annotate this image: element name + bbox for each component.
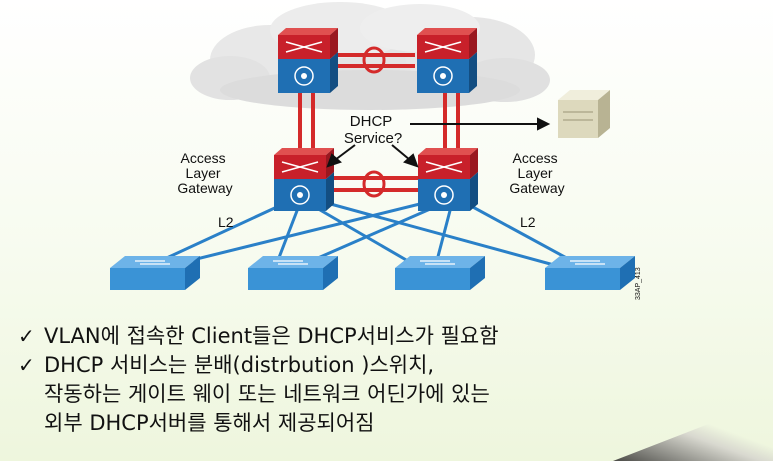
core-switch-left (278, 28, 338, 93)
figure-id-label: 33AP_413 (635, 267, 642, 300)
blue-links (144, 198, 586, 270)
bullet-line: VLAN에 접속한 Client들은 DHCP서비스가 필요함 (44, 324, 499, 348)
bullet-line: 작동하는 게이트 웨이 또는 네트워크 어딘가에 있는 (44, 382, 490, 406)
access-switch-3 (395, 256, 485, 290)
gateway-left-label: Access Layer Gateway (177, 150, 232, 196)
access-switch-1 (110, 256, 200, 290)
gateway-switch-left (274, 148, 334, 211)
bullet-list: ✓ VLAN에 접속한 Client들은 DHCP서비스가 필요함 ✓ DHCP… (18, 322, 738, 438)
gateway-switch-right (418, 148, 478, 211)
access-switch-4 (545, 256, 635, 290)
l2-right-label: L2 (520, 214, 536, 230)
bullet-item: ✓ DHCP 서비스는 분배(distrbution )스위치, 작동하는 게이… (18, 351, 738, 438)
checkmark-icon: ✓ (18, 353, 35, 377)
red-links (298, 46, 460, 198)
access-switch-2 (248, 256, 338, 290)
checkmark-icon: ✓ (18, 324, 35, 348)
network-diagram: DHCP Service? Access Layer Gateway Acces… (110, 2, 642, 300)
server-icon (558, 90, 610, 138)
bullet-line: 외부 DHCP서버를 통해서 제공되어짐 (44, 411, 375, 435)
dhcp-arrows (326, 117, 551, 168)
bullet-line: DHCP 서비스는 분배(distrbution )스위치, (44, 353, 435, 377)
gateway-right-label: Access Layer Gateway (509, 150, 564, 196)
dhcp-service-label: DHCP Service? (344, 113, 402, 147)
l2-left-label: L2 (218, 214, 234, 230)
core-switch-right (417, 28, 477, 93)
bullet-item: ✓ VLAN에 접속한 Client들은 DHCP서비스가 필요함 (18, 322, 738, 351)
